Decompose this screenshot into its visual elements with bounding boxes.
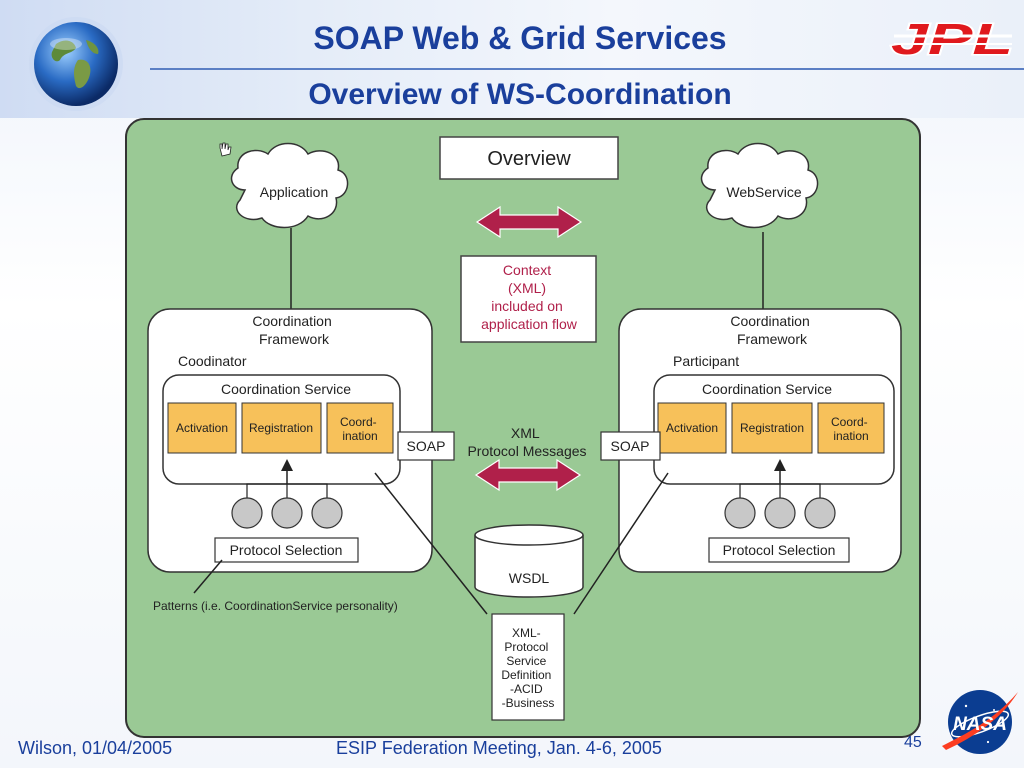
protocol-circle: [311, 497, 343, 529]
svg-text:Coord- ination: Coord- ination: [340, 415, 380, 443]
coordination-box-right: [817, 402, 885, 454]
page-number: 45: [904, 734, 922, 751]
earth-globe-icon: [29, 17, 123, 111]
overview-box: [439, 136, 619, 180]
coordinator-label: Coodinator: [178, 353, 247, 369]
footer-event: ESIP Federation Meeting, Jan. 4-6, 2005: [336, 738, 662, 758]
registration-box-right: [731, 402, 813, 454]
wsdl-cylinder: [474, 535, 584, 598]
svg-text:SOAP: SOAP: [407, 438, 446, 454]
soap-messages-double-arrow: [474, 458, 582, 492]
application-cloud: [230, 142, 349, 229]
svg-text:XML- Protocol Service: XML- Protocol Service Definition -ACID -…: [501, 626, 554, 710]
svg-text:Protocol Selection: Protocol Selection: [230, 542, 343, 558]
protocol-circle: [271, 497, 303, 529]
svg-text:Registration: Registration: [740, 421, 804, 435]
jpl-logo: JPL: [890, 16, 1015, 60]
patterns-note: Patterns (i.e. CoordinationService perso…: [153, 599, 398, 613]
webservice-cloud: [700, 142, 819, 229]
protocol-circle: [804, 497, 836, 529]
svg-text:Activation: Activation: [176, 421, 228, 435]
svg-text:WSDL: WSDL: [509, 570, 550, 586]
header-rule: [150, 68, 1024, 70]
ws-coordination-diagram: Overview Application WebService Context …: [125, 118, 921, 738]
svg-text:NASA: NASA: [953, 714, 1007, 735]
activation-box-left: [167, 402, 237, 454]
protocol-selection-left: [214, 537, 359, 563]
header-band: [0, 0, 1024, 118]
svg-text:Coordination Framework: Coordination Framework: [252, 313, 335, 347]
svg-text:Protocol Selection: Protocol Selection: [723, 542, 836, 558]
soap-box-right: [600, 431, 661, 461]
diagram-background: [125, 118, 921, 738]
service-definition-box: [491, 613, 565, 721]
soap-box-left: [397, 431, 455, 461]
overview-label: Overview: [487, 148, 571, 170]
svg-text:JPL: JPL: [891, 16, 1013, 60]
footer-author-date: Wilson, 01/04/2005: [18, 738, 173, 758]
protocol-selection-right: [708, 537, 850, 563]
context-double-arrow: [475, 205, 583, 239]
application-cloud-label: Application: [260, 184, 329, 200]
svg-text:Coord- ination: Coord- ination: [831, 415, 871, 443]
protocol-circle: [724, 497, 756, 529]
hand-cursor-icon: [219, 142, 232, 157]
context-box: [460, 255, 597, 343]
svg-text:Coordination Framework: Coordination Framework: [730, 313, 813, 347]
registration-box-left: [241, 402, 322, 454]
svg-text:Activation: Activation: [666, 421, 718, 435]
participant-label: Participant: [673, 353, 739, 369]
svg-text:SOAP: SOAP: [611, 438, 650, 454]
xml-protocol-messages-label: XML Protocol Messages: [467, 425, 586, 459]
context-text: Context (XML) included on application fl…: [481, 262, 578, 332]
slide-title: SOAP Web & Grid Services: [313, 20, 727, 56]
nasa-logo: NASA: [942, 690, 1018, 754]
svg-text:Registration: Registration: [249, 421, 313, 435]
protocol-circle: [764, 497, 796, 529]
svg-text:Coordination Service: Coordination Service: [221, 381, 351, 397]
svg-text:Coordination Service: Coordination Service: [702, 381, 832, 397]
webservice-cloud-label: WebService: [726, 184, 801, 200]
slide-subtitle: Overview of WS-Coordination: [308, 78, 732, 111]
activation-box-right: [657, 402, 727, 454]
coordination-box-left: [326, 402, 394, 454]
protocol-circle: [231, 497, 263, 529]
